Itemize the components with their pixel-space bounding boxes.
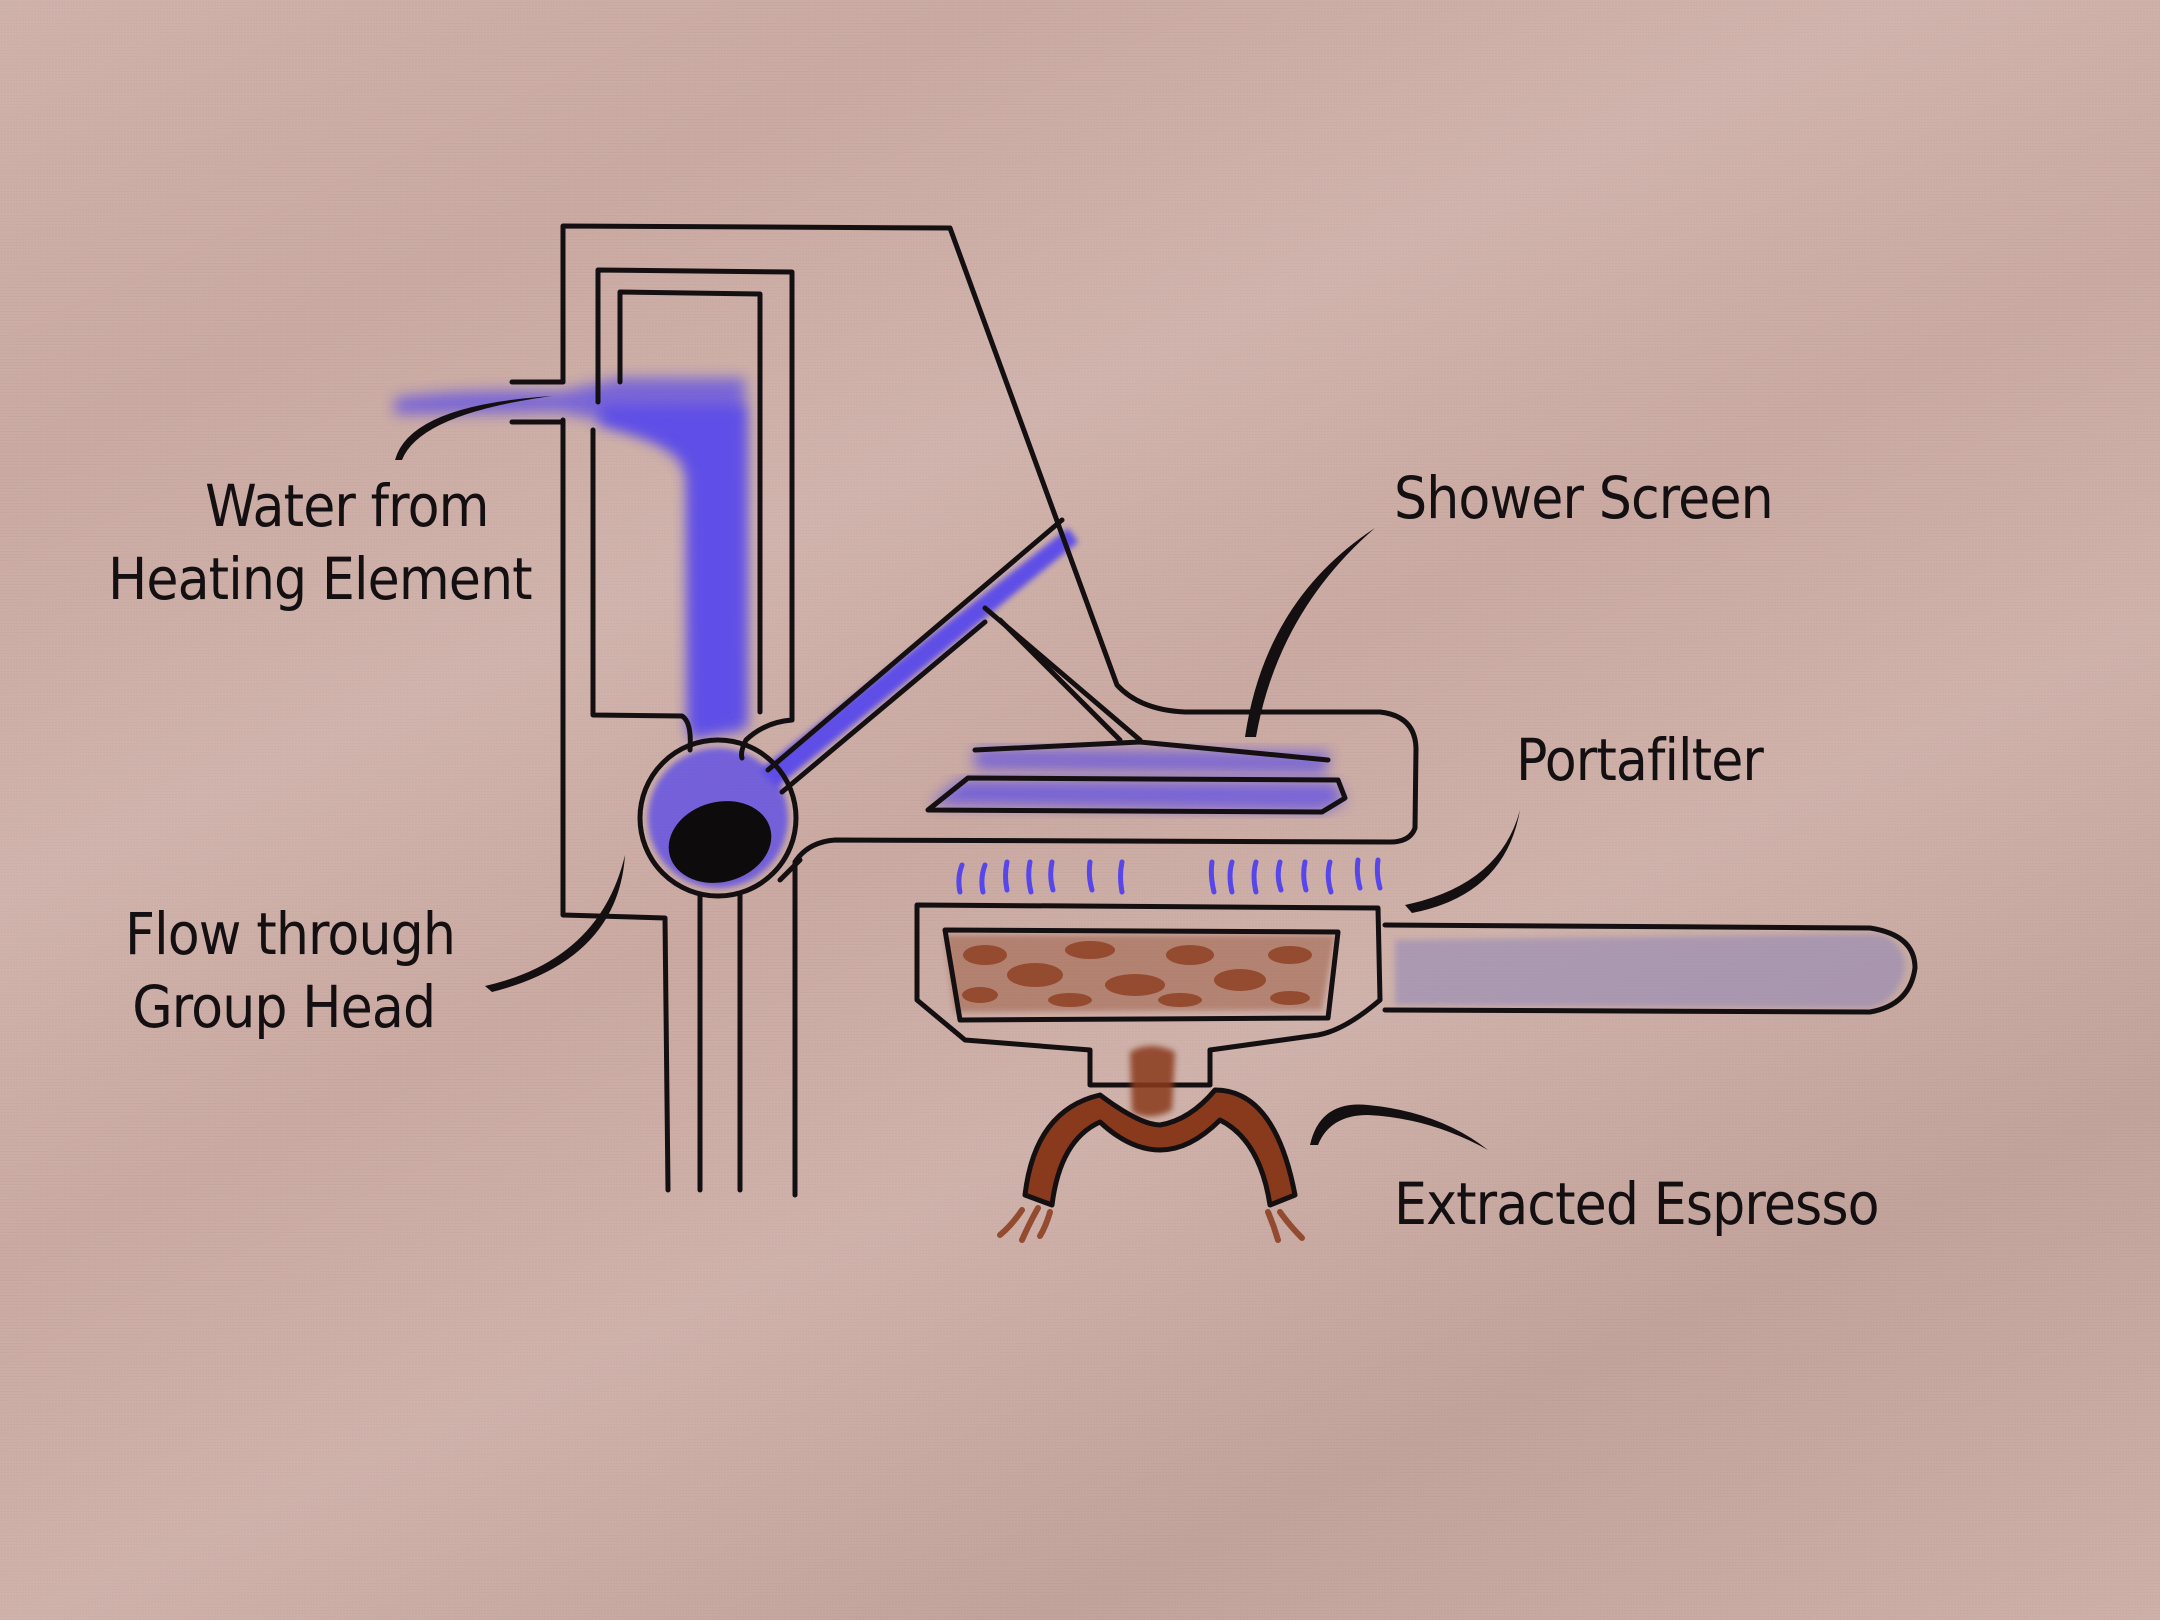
- espresso-drops: [997, 1205, 1305, 1243]
- label-shower-screen: Shower Screen: [1394, 464, 1774, 532]
- group-head-body: [509, 223, 1419, 1198]
- shower-screen-line: [972, 739, 1331, 763]
- espresso-stream-center: [1130, 1046, 1175, 1117]
- portafilter: [914, 902, 1918, 1088]
- label-extracted-espresso: Extracted Espresso: [1394, 1170, 1880, 1238]
- portafilter-basket-outline: [914, 902, 1383, 1088]
- leader-water: [395, 396, 552, 460]
- water-diagonal-channel: [760, 528, 1078, 788]
- diagonal-channel-upper: [765, 517, 1065, 773]
- water-shower-layer: [975, 748, 1330, 775]
- leader-flow: [485, 855, 625, 992]
- group-head-left-wall: [560, 417, 671, 1193]
- label-flow-line1: Flow through: [125, 900, 456, 968]
- label-portafilter: Portafilter: [1516, 726, 1764, 794]
- group-head-outer-outline: [560, 223, 1419, 1198]
- leader-portafilter: [1405, 810, 1520, 913]
- diagonal-channel-lower: [779, 619, 988, 795]
- inner-channel-inner: [617, 289, 763, 715]
- dispersion-plate-outline: [925, 775, 1348, 815]
- portafilter-handle-fill: [1395, 934, 1905, 1008]
- outflow-pipe-outer-right: [777, 857, 803, 883]
- valve-chamber-ring: [637, 737, 799, 899]
- inner-channel-left: [590, 427, 693, 753]
- water-down-channel: [600, 405, 745, 740]
- valve-ball: [668, 801, 772, 883]
- water-drips: [956, 857, 1383, 895]
- label-water-from-heating-element: Water from Heating Element: [108, 470, 533, 615]
- diagonal-branch-lower: [997, 617, 1123, 743]
- label-flow-through-group-head: Flow through Group Head: [125, 898, 456, 1043]
- spout-arch: [1022, 1087, 1298, 1208]
- portafilter-basket-inner: [942, 927, 1341, 1023]
- espresso-spout: [997, 1046, 1305, 1243]
- leader-lines: [395, 396, 1520, 1150]
- leader-espresso: [1310, 1104, 1488, 1150]
- inner-channel-outer: [595, 267, 795, 761]
- leader-shower: [1245, 528, 1375, 737]
- portafilter-handle-outline: [1382, 922, 1918, 1015]
- label-water-line1: Water from: [205, 472, 489, 540]
- water-dispersion-plate: [930, 780, 1345, 812]
- coffee-puck: [945, 935, 1335, 1012]
- label-flow-line2: Group Head: [132, 972, 436, 1041]
- label-water-line2: Heating Element: [108, 544, 533, 613]
